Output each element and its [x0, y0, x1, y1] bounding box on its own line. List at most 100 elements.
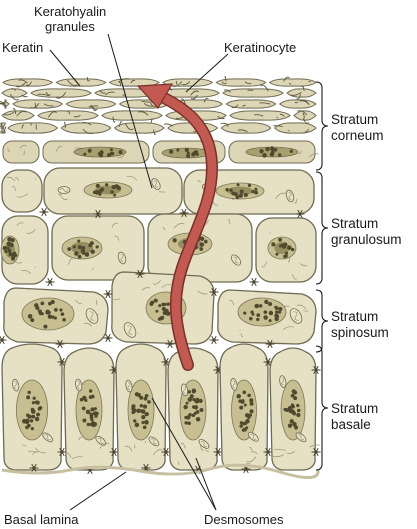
chromatin-granule	[26, 395, 31, 400]
keratin-filament	[55, 146, 63, 152]
chromatin-granule	[263, 310, 268, 315]
chromatin-granule	[99, 150, 104, 155]
keratin-filament	[0, 102, 7, 105]
chromatin-granule	[157, 317, 162, 321]
chromatin-granule	[274, 306, 279, 311]
keratin-filament	[119, 81, 122, 86]
desmosome	[39, 207, 49, 217]
keratin-filament	[68, 258, 73, 265]
keratin-filament	[301, 85, 305, 91]
chromatin-granule	[187, 421, 191, 426]
keratin-filament	[67, 79, 78, 86]
keratin-filament	[59, 194, 68, 200]
chromatin-granule	[91, 421, 96, 425]
chromatin-granule	[77, 245, 82, 250]
keratin-filament	[153, 129, 156, 136]
chromatin-granule	[116, 185, 122, 191]
chromatin-granule	[225, 188, 229, 192]
chromatin-granule	[284, 408, 289, 412]
chromatin-granule	[144, 393, 149, 398]
keratin-filament	[296, 93, 301, 100]
chromatin-granule	[54, 308, 58, 312]
chromatin-granule	[90, 407, 95, 412]
chromatin-granule	[27, 414, 32, 419]
chromatin-granule	[85, 409, 91, 415]
chromatin-granule	[199, 242, 205, 247]
keratin-filament	[22, 444, 27, 447]
leader-keratohyalin-granules	[107, 33, 153, 189]
chromatin-granule	[292, 390, 298, 395]
chromatin-granule	[268, 301, 273, 307]
layer-label-granulosum: Stratum granulosum	[331, 216, 402, 247]
leader-basal-lamina	[69, 471, 127, 511]
layer-label-spinosum: Stratum spinosum	[331, 309, 389, 340]
granulosum-cell	[1, 169, 43, 213]
chromatin-granule	[290, 405, 294, 409]
chromatin-granule	[113, 193, 117, 197]
chromatin-granule	[231, 191, 236, 196]
chromatin-granule	[10, 253, 14, 257]
keratin-filament	[15, 177, 19, 181]
chromatin-granule	[269, 146, 275, 151]
chromatin-granule	[142, 404, 148, 409]
chromatin-granule	[236, 183, 240, 187]
chromatin-granule	[296, 403, 300, 408]
chromatin-granule	[118, 150, 123, 155]
chromatin-granule	[271, 242, 275, 246]
chromatin-granule	[10, 256, 16, 261]
chromatin-granule	[290, 393, 295, 398]
corneum-cell	[55, 78, 107, 87]
keratin-filament	[75, 299, 83, 304]
keratin-filament	[180, 442, 186, 449]
chromatin-granule	[186, 151, 190, 155]
desmosome	[179, 208, 189, 218]
chromatin-granule	[142, 425, 147, 430]
layer-label-corneum: Stratum corneum	[331, 112, 384, 143]
keratin-filament	[240, 333, 244, 337]
chromatin-granule	[10, 238, 15, 243]
keratin-filament	[273, 125, 283, 128]
keratin-filament	[223, 89, 231, 93]
keratin-filament	[99, 443, 110, 449]
chromatin-granule	[242, 390, 247, 395]
chromatin-granule	[191, 388, 197, 393]
keratin-filament	[26, 81, 32, 86]
keratin-filament	[6, 176, 16, 182]
chromatin-granule	[273, 147, 278, 152]
keratin-filament	[34, 447, 47, 454]
chromatin-granule	[89, 412, 94, 417]
keratin-filament	[114, 235, 120, 241]
chromatin-granule	[86, 422, 91, 427]
keratin-filament	[171, 81, 182, 87]
chromatin-granule	[30, 427, 34, 431]
keratin-filament	[82, 128, 94, 135]
chromatin-granule	[235, 195, 240, 200]
chromatin-granule	[192, 397, 196, 402]
chromatin-granule	[191, 152, 196, 157]
chromatin-granule	[249, 409, 254, 414]
desmosome	[241, 464, 251, 474]
keratin-filament	[11, 88, 16, 91]
corneum-cell	[7, 122, 59, 134]
chromatin-granule	[238, 399, 242, 403]
keratin-filament	[152, 280, 161, 285]
keratin-filament	[190, 90, 199, 96]
stratum-basale-cells	[1, 343, 321, 475]
chromatin-granule	[7, 248, 12, 253]
chromatin-granule	[195, 417, 201, 422]
chromatin-granule	[251, 189, 255, 194]
chromatin-granule	[289, 410, 293, 414]
keratin-filament	[27, 450, 38, 453]
chromatin-granule	[184, 415, 188, 420]
desmosome	[165, 339, 175, 349]
keratin-filament	[71, 456, 83, 459]
label-keratin: Keratin	[2, 40, 43, 55]
brace-spinosum	[315, 289, 329, 353]
chromatin-granule	[256, 317, 260, 322]
keratin-filament	[0, 125, 2, 128]
corneum-cell	[273, 122, 317, 134]
chromatin-granule	[105, 183, 109, 187]
desmosome	[103, 333, 113, 343]
chromatin-granule	[84, 252, 90, 257]
keratin-filament	[143, 103, 154, 107]
